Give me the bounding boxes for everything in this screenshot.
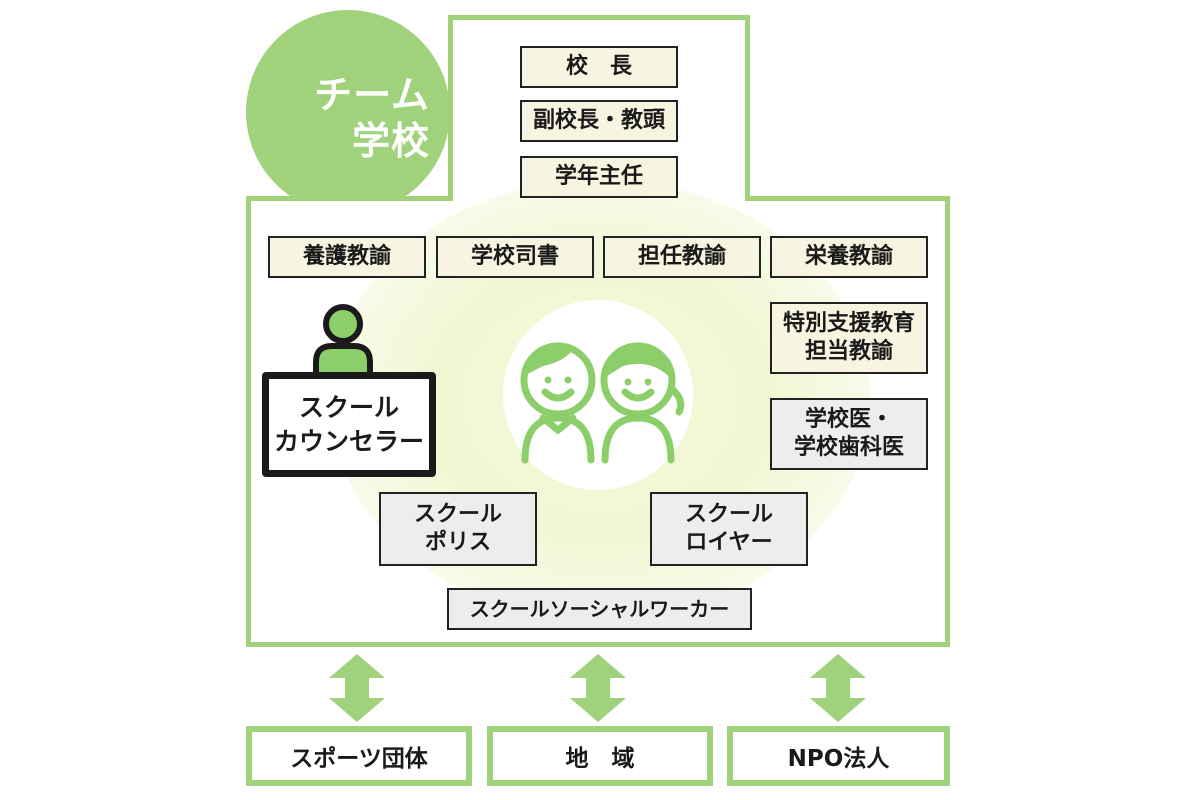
special-support-box: 特別支援教育 担当教諭 xyxy=(770,302,928,374)
librarian-box: 学校司書 xyxy=(436,236,594,278)
school-doctor-box: 学校医・ 学校歯科医 xyxy=(770,398,928,470)
school-lawyer-box: スクール ロイヤー xyxy=(650,492,808,566)
team-school-badge: チーム学校 xyxy=(246,10,450,200)
social-worker-box: スクールソーシャルワーカー xyxy=(447,588,752,630)
vice-principal-box: 副校長・教頭 xyxy=(520,100,678,142)
principal-box: 校 長 xyxy=(520,46,678,88)
children-icon xyxy=(520,342,685,464)
homeroom-teacher-box: 担任教諭 xyxy=(603,236,761,278)
double-arrow-icon xyxy=(570,654,626,722)
school-police-box: スクール ポリス xyxy=(379,492,537,566)
person-icon xyxy=(313,304,373,378)
grade-head-box: 学年主任 xyxy=(520,156,678,198)
school-counselor-box: スクール カウンセラー xyxy=(262,372,436,477)
double-arrow-icon xyxy=(810,654,866,722)
nutrition-teacher-box: 栄養教諭 xyxy=(770,236,928,278)
children-illustration xyxy=(503,300,693,490)
npo-box: NPO法人 xyxy=(727,726,950,786)
team-school-title: チーム学校 xyxy=(314,73,430,163)
double-arrow-icon xyxy=(329,654,385,722)
community-box: 地 域 xyxy=(487,726,713,786)
sports-organization-box: スポーツ団体 xyxy=(246,726,472,786)
nurse-teacher-box: 養護教諭 xyxy=(268,236,426,278)
